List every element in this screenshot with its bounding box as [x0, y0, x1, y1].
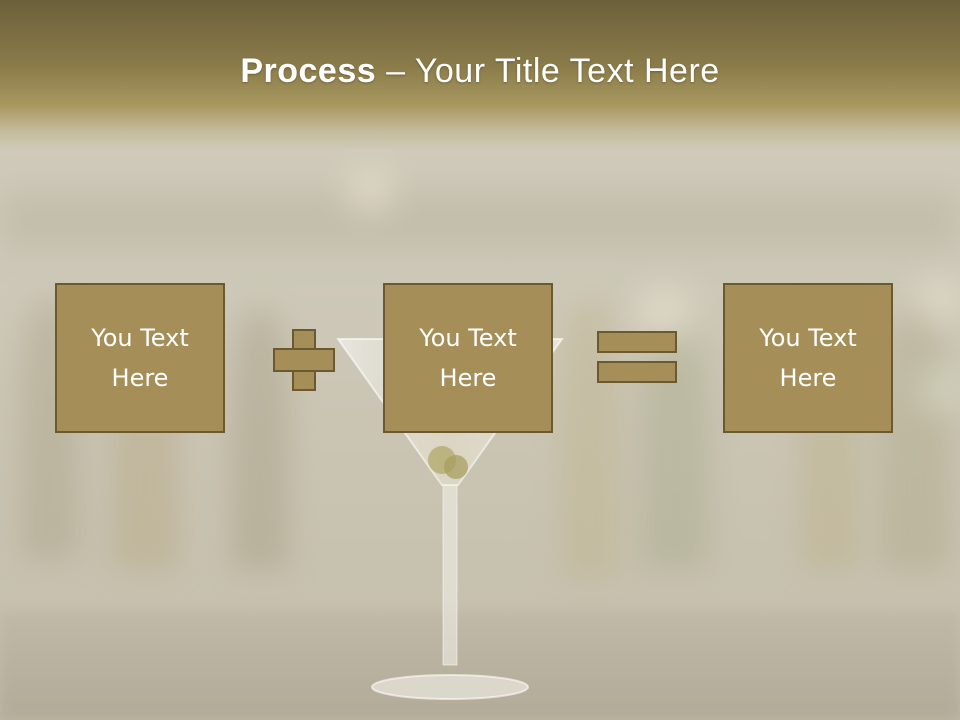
box-text-line2: Here — [111, 364, 169, 392]
title-band — [0, 0, 960, 150]
slide-title: Process – Your Title Text Here — [0, 52, 960, 91]
title-bold: Process — [240, 52, 377, 90]
plus-icon — [273, 329, 335, 391]
box-text-line2: Here — [439, 364, 497, 392]
background-light — [920, 370, 960, 410]
background-light — [920, 280, 960, 320]
equals-icon — [597, 331, 677, 383]
background-shelf — [0, 190, 960, 250]
box-text-line1: You Text — [759, 324, 857, 352]
bar-counter — [0, 610, 960, 720]
background-light — [350, 170, 390, 210]
box-text-line2: Here — [779, 364, 837, 392]
box-text-line1: You Text — [419, 324, 517, 352]
title-rest: – Your Title Text Here — [376, 52, 720, 90]
box-text-line1: You Text — [91, 324, 189, 352]
